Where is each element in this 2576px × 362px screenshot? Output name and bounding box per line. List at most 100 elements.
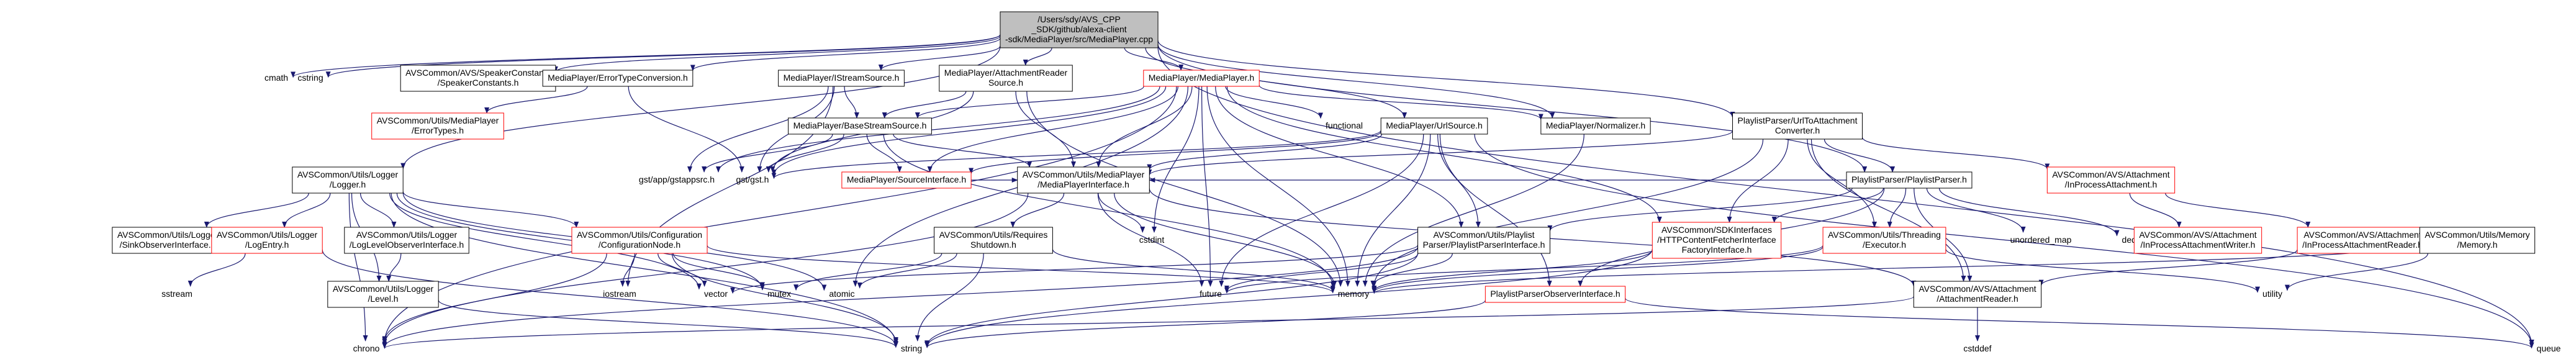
node-label-line: gst/gst.h bbox=[736, 174, 769, 184]
graph-node[interactable]: AVSCommon/AVS/SpeakerConstants/SpeakerCo… bbox=[400, 65, 556, 92]
graph-node[interactable]: vector bbox=[704, 289, 728, 299]
node-label-line: AVSCommon/Utils/Configuration bbox=[577, 230, 702, 240]
node-box bbox=[2133, 227, 2262, 254]
graph-node[interactable]: gst/gst.h bbox=[736, 174, 769, 184]
graph-node[interactable]: AVSCommon/Utils/PlaylistParser/PlaylistP… bbox=[1417, 227, 1550, 254]
graph-node[interactable]: future bbox=[1200, 289, 1222, 299]
node-label-line: /Executor.h bbox=[1863, 240, 1906, 250]
dependency-edge bbox=[969, 131, 1381, 174]
graph-node[interactable]: AVSCommon/Utils/Threading/Executor.h bbox=[1822, 227, 1946, 254]
node-label-line: MediaPlayer/AttachmentReader bbox=[944, 68, 1068, 78]
dependency-edge bbox=[1225, 86, 1323, 119]
node-label-line: -sdk/MediaPlayer/src/MediaPlayer.cpp bbox=[1005, 34, 1153, 44]
graph-node[interactable]: cstring bbox=[297, 73, 323, 83]
dependency-edge bbox=[893, 133, 1033, 168]
graph-node[interactable]: AVSCommon/Utils/Logger/SinkObserverInter… bbox=[112, 227, 224, 254]
dependency-edge bbox=[325, 34, 1001, 78]
dependency-edge bbox=[915, 86, 1144, 119]
graph-node[interactable]: utility bbox=[2262, 289, 2282, 299]
dependency-edge bbox=[1259, 85, 1543, 120]
dependency-edge bbox=[1625, 297, 2534, 349]
dependency-edge bbox=[382, 296, 1914, 350]
dependency-edge bbox=[1861, 137, 2050, 170]
graph-node[interactable]: cstddef bbox=[1963, 343, 1991, 353]
graph-node[interactable]: sstream bbox=[161, 289, 192, 299]
node-label-line: Parser/PlaylistParserInterface.h bbox=[1423, 240, 1545, 250]
dependency-edge bbox=[1887, 188, 1907, 228]
graph-node[interactable]: AVSCommon/Utils/Logger/LogLevelObserverI… bbox=[344, 227, 469, 254]
graph-node[interactable]: MediaPlayer/SourceInterface.h bbox=[841, 171, 972, 189]
graph-node[interactable]: mutex bbox=[767, 289, 791, 299]
dependency-edge bbox=[716, 86, 1160, 173]
graph-node[interactable]: atomic bbox=[829, 289, 854, 299]
node-label-line: FactoryInterface.h bbox=[1682, 245, 1752, 255]
node-box bbox=[1913, 281, 2042, 308]
graph-node[interactable]: AVSCommon/AVS/Attachment/InProcessAttach… bbox=[2297, 227, 2428, 254]
graph-node[interactable]: MediaPlayer/Normalizer.h bbox=[1540, 117, 1651, 135]
graph-node[interactable]: cstdint bbox=[1139, 235, 1165, 245]
node-label-line: /Memory.h bbox=[2457, 240, 2497, 250]
node-label-line: /Logger.h bbox=[330, 179, 366, 189]
node-label-line: MediaPlayer/ErrorTypeConversion.h bbox=[548, 73, 688, 83]
graph-node[interactable]: PlaylistParserObserverInterface.h bbox=[1485, 286, 1626, 303]
node-box bbox=[2297, 227, 2428, 254]
graph-node[interactable]: unordered_map bbox=[2010, 235, 2072, 245]
dependency-edge bbox=[1771, 188, 1884, 223]
node-label-line: AVSCommon/AVS/SpeakerConstants bbox=[405, 68, 551, 78]
node-label-line: MediaPlayer/IStreamSource.h bbox=[784, 73, 900, 83]
graph-node[interactable]: MediaPlayer/BaseStreamSource.h bbox=[788, 117, 932, 135]
graph-node[interactable]: AVSCommon/AVS/Attachment/AttachmentReade… bbox=[1913, 281, 2042, 308]
graph-node[interactable]: MediaPlayer/IStreamSource.h bbox=[778, 70, 905, 87]
node-box bbox=[211, 227, 323, 254]
graph-node[interactable]: PlaylistParser/PlaylistParser.h bbox=[1846, 171, 1973, 189]
dependency-edge bbox=[1114, 192, 1337, 287]
graph-node[interactable]: AVSCommon/SDKInterfaces/HTTPContentFetch… bbox=[1652, 222, 1782, 259]
graph-node[interactable]: gst/app/gstappsrc.h bbox=[639, 174, 715, 184]
node-box bbox=[788, 117, 932, 135]
dependency-edge bbox=[484, 86, 588, 114]
graph-node[interactable]: AVSCommon/AVS/Attachment/InProcessAttach… bbox=[2046, 166, 2176, 194]
node-label-line: chrono bbox=[353, 343, 380, 353]
graph-node[interactable]: MediaPlayer/ErrorTypeConversion.h bbox=[542, 70, 694, 87]
node-label-line: utility bbox=[2262, 289, 2282, 299]
node-label-line: mutex bbox=[767, 289, 791, 299]
graph-node[interactable]: cmath bbox=[264, 73, 288, 83]
node-box bbox=[1417, 227, 1550, 254]
graph-node[interactable]: MediaPlayer/MediaPlayer.h bbox=[1143, 70, 1260, 87]
node-label-line: MediaPlayer/SourceInterface.h bbox=[847, 174, 966, 184]
dependency-edge bbox=[687, 86, 829, 173]
node-label-line: Shutdown.h bbox=[970, 240, 1016, 250]
graph-node[interactable]: AVSCommon/Utils/Configuration/Configurat… bbox=[571, 227, 708, 254]
node-label-line: string bbox=[901, 343, 922, 353]
graph-node[interactable]: AVSCommon/AVS/Attachment/InProcessAttach… bbox=[2133, 227, 2262, 254]
graph-node[interactable]: queue bbox=[2537, 343, 2561, 353]
graph-node[interactable]: iostream bbox=[603, 289, 636, 299]
graph-node[interactable]: MediaPlayer/UrlSource.h bbox=[1380, 117, 1488, 135]
graph-node[interactable]: /Users/sdy/AVS_CPP_SDK/github/alexa-clie… bbox=[1000, 11, 1159, 48]
graph-node[interactable]: AVSCommon/Utils/Logger/LogEntry.h bbox=[211, 227, 323, 254]
node-label-line: atomic bbox=[829, 289, 854, 299]
node-box bbox=[1485, 286, 1626, 303]
dependency-edge bbox=[382, 247, 1419, 348]
graph-node[interactable]: AVSCommon/Utils/Logger/Level.h bbox=[327, 281, 439, 308]
graph-node[interactable]: chrono bbox=[353, 343, 380, 353]
node-label-line: /InProcessAttachmentWriter.h bbox=[2141, 240, 2256, 250]
node-box bbox=[112, 227, 224, 254]
graph-node[interactable]: AVSCommon/Utils/MediaPlayer/MediaPlayerI… bbox=[1017, 166, 1150, 194]
node-label-line: memory bbox=[1338, 289, 1370, 299]
node-label-line: AVSCommon/Utils/Memory bbox=[2425, 230, 2529, 240]
graph-node[interactable]: AVSCommon/Utils/MediaPlayer/ErrorTypes.h bbox=[371, 112, 504, 140]
graph-node[interactable]: AVSCommon/Utils/Memory/Memory.h bbox=[2419, 227, 2536, 254]
dependency-edge bbox=[1355, 133, 1431, 287]
graph-node[interactable]: AVSCommon/Utils/Logger/Logger.h bbox=[292, 166, 404, 194]
graph-node[interactable]: PlaylistParser/UrlToAttachmentConverter.… bbox=[1732, 112, 1863, 140]
graph-node[interactable]: functional bbox=[1326, 120, 1363, 130]
graph-node[interactable]: string bbox=[901, 343, 922, 353]
graph-node[interactable]: memory bbox=[1338, 289, 1370, 299]
dependency-edge bbox=[1362, 133, 1584, 287]
dependency-edge bbox=[1010, 192, 1065, 228]
dependency-edge bbox=[924, 300, 1486, 348]
dependency-edge bbox=[844, 86, 859, 119]
